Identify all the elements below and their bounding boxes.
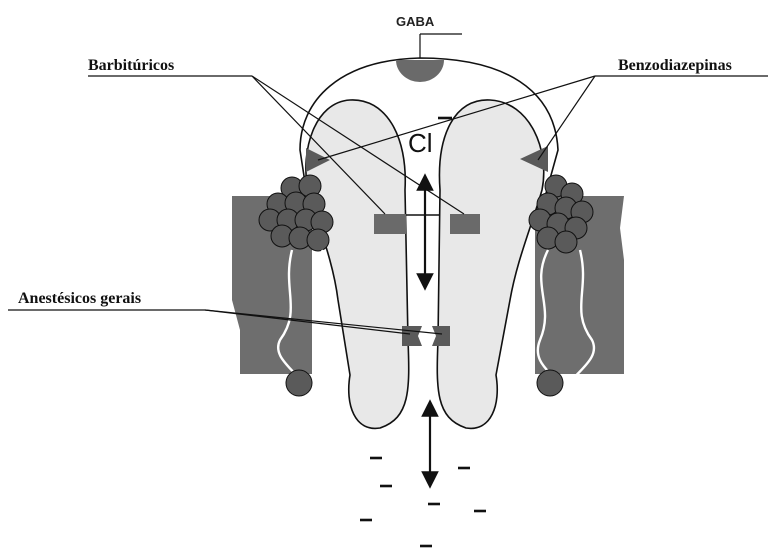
right-lower-sphere xyxy=(537,370,563,396)
left-subunit xyxy=(306,100,409,428)
chloride-ion-label: Cl xyxy=(408,128,433,158)
gaba-label: GABA xyxy=(396,14,435,29)
right-subunit xyxy=(437,100,543,428)
barbituricos-label: Barbitúricos xyxy=(88,57,174,74)
left-lower-sphere xyxy=(286,370,312,396)
anesthetic-site-right xyxy=(432,326,450,346)
anestesicos-label: Anestésicos gerais xyxy=(18,290,141,307)
benzodiazepinas-label: Benzodiazepinas xyxy=(618,57,732,74)
anesthetic-site-left xyxy=(402,326,422,346)
gaba-binding-site xyxy=(396,60,444,82)
barbiturate-site-right xyxy=(450,214,480,234)
barbiturate-site-left xyxy=(374,214,406,234)
